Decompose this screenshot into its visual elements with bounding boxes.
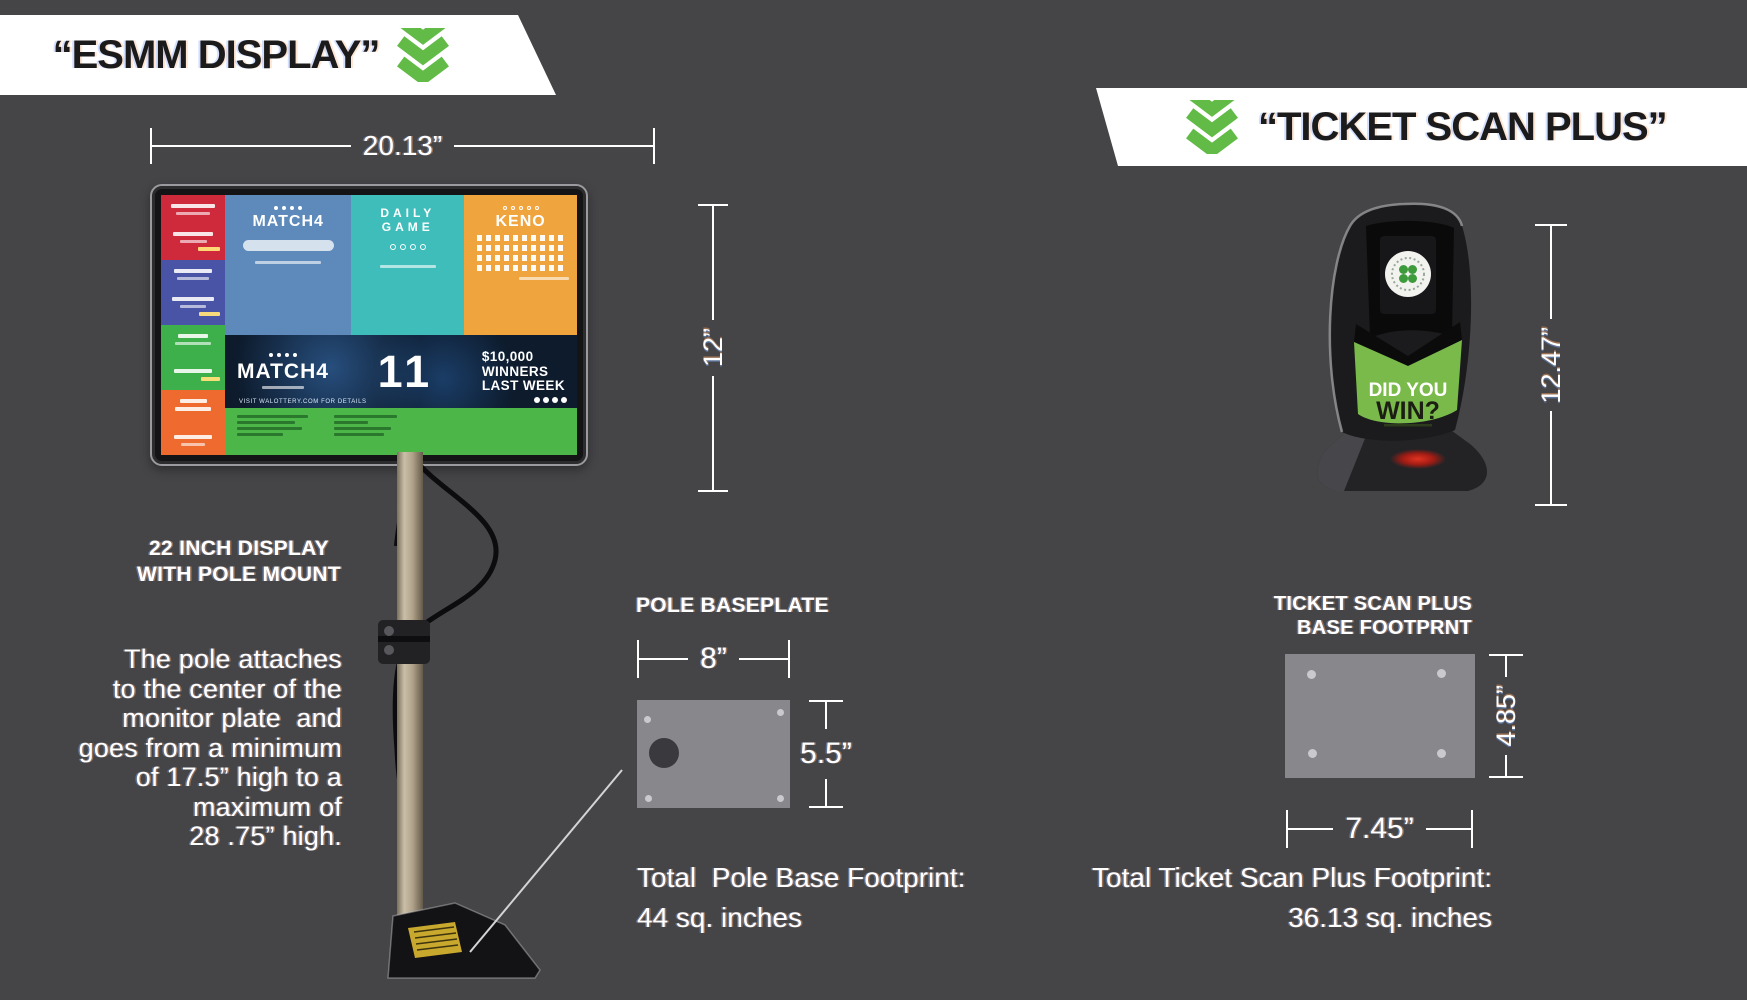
- screen-tile-hit5: [161, 390, 225, 455]
- esmm-title: “ESMM DISPLAY”: [52, 32, 381, 77]
- keno-number-row: [476, 265, 565, 271]
- screen-tile-lotto: [161, 325, 225, 390]
- ticker-text: VISIT WALOTTERY.COM FOR DETAILS: [239, 399, 367, 406]
- dimension-label: 5.5”: [800, 737, 852, 770]
- dimension-baseplate-width: 8”: [637, 640, 790, 678]
- keno-number-row: [476, 255, 565, 261]
- match4-logo: MATCH4: [252, 213, 324, 230]
- ticket-footprint-diagram: [1285, 654, 1475, 778]
- dimension-footprint-depth: 4.85”: [1489, 654, 1523, 779]
- esmm-header-banner: “ESMM DISPLAY”: [0, 15, 556, 95]
- chevron-down-icon: [1186, 100, 1238, 154]
- pole-baseplate-title: POLE BASEPLATE: [636, 594, 829, 617]
- dimension-label: 12”: [697, 328, 728, 368]
- ticket-footprint-total: Total Ticket Scan Plus Footprint: 36.13 …: [1092, 862, 1492, 933]
- pole-mount-photo: [378, 452, 541, 979]
- dimension-scanner-height: 12.47”: [1535, 224, 1567, 506]
- prize-text: $10,000 WINNERS LAST WEEK: [481, 349, 565, 394]
- keno-logo: KENO: [495, 213, 546, 230]
- monitor-screen: MATCH4 DAILY GAME KENO: [161, 195, 577, 455]
- dimension-monitor-width: 20.13”: [150, 128, 655, 164]
- screen-tile-keno: KENO: [464, 195, 577, 336]
- screen-tile-daily-game: DAILY GAME: [351, 195, 465, 336]
- screen-top-row: MATCH4 DAILY GAME KENO: [225, 195, 577, 336]
- screen-tile-megamillions: [161, 260, 225, 325]
- keno-number-row: [476, 245, 565, 251]
- dimension-label: 20.13”: [362, 130, 443, 161]
- device-did-you-text: DID YOU: [1369, 380, 1448, 401]
- ticket-footprint-title: TICKET SCAN PLUS BASE FOOTPRNT: [1273, 593, 1472, 639]
- ticket-title: “TICKET SCAN PLUS”: [1258, 104, 1668, 149]
- social-icons: [534, 397, 567, 404]
- dimension-baseplate-height: 5.5”: [800, 700, 852, 808]
- baseplate-leader-line: [469, 769, 623, 953]
- keno-number-row: [476, 235, 565, 241]
- ticket-header-banner: “TICKET SCAN PLUS”: [1096, 88, 1747, 166]
- dimension-footprint-width: 7.45”: [1286, 810, 1474, 848]
- pole-footprint-total: Total Pole Base Footprint: 44 sq. inches: [637, 862, 966, 933]
- device-win-text: WIN?: [1376, 397, 1440, 425]
- daily-game-numbers: [389, 244, 426, 250]
- winning-number: 11: [377, 345, 434, 397]
- daily-game-label: DAILY: [380, 206, 436, 220]
- ticket-scanner-photo: DID YOU WIN?: [1317, 202, 1488, 491]
- esmm-monitor: MATCH4 DAILY GAME KENO: [150, 184, 588, 466]
- dimension-label: 12.47”: [1535, 326, 1566, 404]
- screen-main-column: MATCH4 DAILY GAME KENO: [225, 195, 577, 455]
- monitor-caption: 22 INCH DISPLAY WITH POLE MOUNT: [137, 537, 341, 586]
- keno-dots: [502, 206, 539, 210]
- match4-dots: [274, 206, 303, 210]
- screen-green-strip: [225, 408, 577, 455]
- dimension-label: 8”: [700, 642, 727, 675]
- dimension-label: 7.45”: [1345, 812, 1414, 845]
- chevron-down-icon: [397, 28, 450, 82]
- match4-numbers: [242, 240, 334, 251]
- screen-tile-powerball: [161, 195, 225, 260]
- pole-baseplate-diagram: [637, 700, 790, 808]
- screen-tile-match4: MATCH4: [225, 195, 352, 336]
- band-match4-logo: MATCH4: [237, 352, 329, 391]
- screen-left-column: [161, 195, 225, 455]
- dimension-label: 4.85”: [1490, 685, 1521, 747]
- dimension-monitor-height: 12”: [698, 204, 728, 492]
- screen-winner-band: MATCH4 11 $10,000 WINNERS LAST WEEK VISI…: [225, 335, 577, 409]
- pole-note: The pole attaches to the center of the m…: [78, 644, 342, 851]
